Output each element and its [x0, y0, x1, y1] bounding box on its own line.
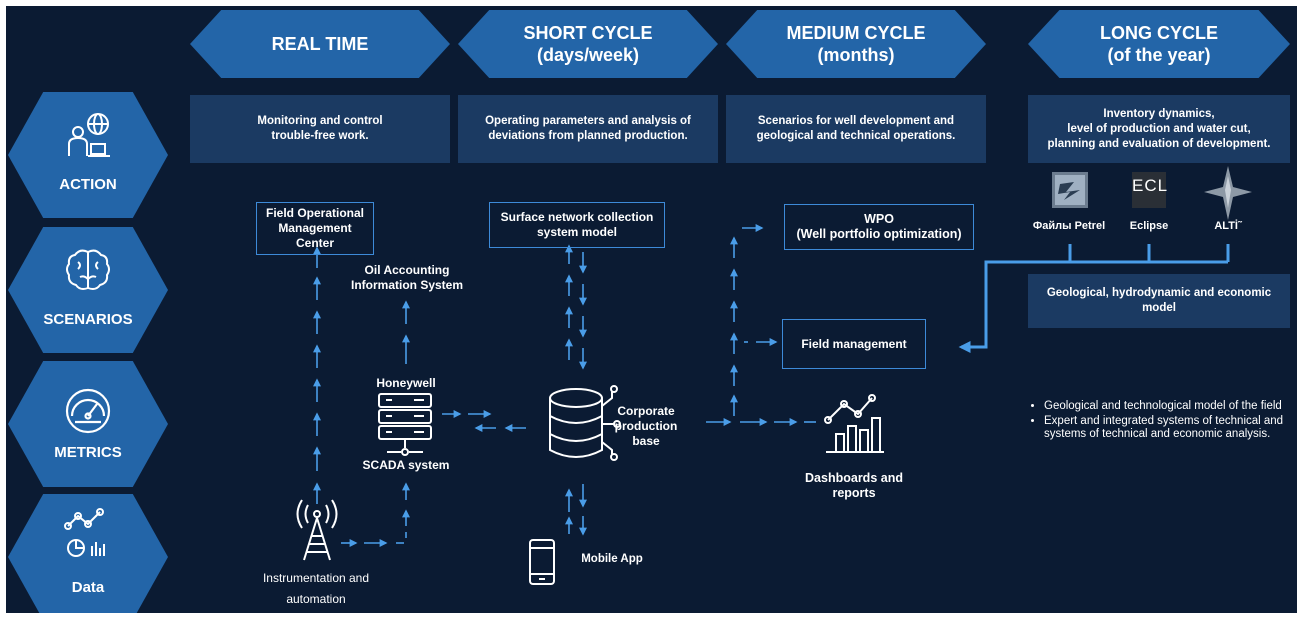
- data-charts-icon: [64, 508, 105, 557]
- antenna-tower-icon: [296, 499, 338, 561]
- box-line: system model: [536, 225, 618, 239]
- header-long-cycle: LONG CYCLE (of the year): [1028, 10, 1290, 78]
- box-line: Field management: [801, 336, 907, 351]
- dashboards-reports-label: Dashboards and reports: [792, 471, 916, 501]
- header-line2: (days/week): [536, 45, 640, 65]
- star-logo-icon: [1204, 166, 1252, 220]
- header-medium-cycle: MEDIUM CYCLE (months): [726, 10, 986, 78]
- header-real-time: REAL TIME: [190, 10, 450, 78]
- bus-to-field-management: [958, 260, 1228, 353]
- description-line: trouble-free work.: [271, 130, 369, 142]
- header-line1: LONG CYCLE: [1099, 23, 1218, 43]
- label-line: Dashboards and: [805, 471, 903, 485]
- field-management-box: Field management: [782, 319, 926, 369]
- honeywell-label: Honeywell: [376, 376, 436, 390]
- label-line: Oil Accounting: [364, 263, 450, 277]
- scada-label: SCADA system: [362, 458, 450, 472]
- mobile-app-label: Mobile App: [581, 553, 643, 565]
- box-line: Field Operational: [265, 206, 364, 220]
- box-line: WPO: [864, 212, 894, 226]
- dashboard-chart-icon: [824, 394, 884, 453]
- mobile-phone-icon: [529, 539, 555, 585]
- box-line: Surface network collection: [500, 210, 654, 224]
- description-line: level of production and water cut,: [1067, 122, 1251, 135]
- header-line1: MEDIUM CYCLE: [786, 23, 926, 43]
- header-line2: (months): [817, 45, 895, 65]
- panel-line: model: [1142, 302, 1176, 314]
- description-line: Monitoring and control: [257, 115, 383, 127]
- petrel-logo-icon: [1052, 172, 1088, 208]
- eclipse-logo-icon: [1132, 172, 1166, 208]
- description-line: planning and evaluation of development.: [1047, 137, 1271, 150]
- eclipse-logo-glyph: ECL: [1132, 176, 1169, 195]
- description-line: Scenarios for well development and: [757, 115, 955, 127]
- instrumentation-label: Instrumentation and automation: [246, 568, 386, 610]
- label-line: automation: [286, 592, 346, 606]
- wpo-box: WPO (Well portfolio optimization): [784, 204, 974, 250]
- label-line: reports: [832, 486, 876, 500]
- corporate-production-base-label: Corporate production base: [614, 404, 678, 449]
- header-line1: REAL TIME: [271, 34, 369, 54]
- label-line: production: [614, 419, 678, 433]
- diagram-canvas: REAL TIME SHORT CYCLE (days/week) MEDIUM…: [6, 6, 1297, 613]
- description-line: geological and technical operations.: [756, 130, 956, 142]
- label-line: Information System: [350, 278, 464, 292]
- tool-label-alt: ALTİ˜: [1214, 220, 1242, 232]
- geo-model-panel: Geological, hydrodynamic and economic mo…: [1028, 274, 1290, 328]
- brain-icon: [66, 249, 110, 290]
- tool-label-eclipse: Eclipse: [1129, 220, 1169, 232]
- header-short-cycle: SHORT CYCLE (days/week): [458, 10, 718, 78]
- field-operational-center-box: Field Operational Management Center: [256, 202, 374, 255]
- header-line2: (of the year): [1107, 45, 1211, 65]
- oil-accounting-label: Oil Accounting Information System: [346, 263, 468, 293]
- tool-label-petrel: Файлы Petrel: [1032, 220, 1106, 232]
- description-line: Inventory dynamics,: [1103, 107, 1215, 120]
- box-line: Management: [278, 221, 352, 235]
- sidebar-label-metrics: METRICS: [54, 444, 122, 461]
- description-real-time: Monitoring and control trouble-free work…: [190, 95, 450, 163]
- description-short-cycle: Operating parameters and analysis of dev…: [458, 95, 718, 163]
- surface-network-model-box: Surface network collection system model: [489, 202, 665, 248]
- label-line: Instrumentation and: [262, 571, 370, 585]
- gauge-icon: [65, 388, 111, 434]
- description-line: deviations from planned production.: [488, 130, 688, 142]
- notes-item: Geological and technological model of th…: [1044, 400, 1297, 413]
- notes-list: Geological and technological model of th…: [1028, 400, 1297, 443]
- label-line: base: [632, 434, 660, 448]
- label-line: Corporate: [617, 404, 675, 418]
- box-line: Center: [295, 236, 334, 250]
- header-line1: SHORT CYCLE: [523, 23, 653, 43]
- analyst-globe-icon: [68, 113, 110, 157]
- sidebar-hex-metrics: [8, 361, 168, 487]
- description-medium-cycle: Scenarios for well development and geolo…: [726, 95, 986, 163]
- notes-item: Expert and integrated systems of technic…: [1044, 415, 1297, 441]
- sidebar-hex-data: [8, 494, 168, 613]
- database-icon: [549, 385, 621, 461]
- box-line: (Well portfolio optimization): [796, 227, 962, 241]
- description-line: Operating parameters and analysis of: [485, 115, 691, 127]
- flow-diagram: [296, 166, 1252, 585]
- description-long-cycle: Inventory dynamics, level of production …: [1028, 95, 1290, 163]
- panel-line: Geological, hydrodynamic and economic: [1046, 287, 1272, 299]
- server-icon: [378, 393, 432, 456]
- sidebar-label-data: Data: [71, 579, 105, 596]
- sidebar-hex-scenarios: [8, 227, 168, 353]
- sidebar-label-action: ACTION: [59, 176, 117, 193]
- sidebar-label-scenarios: SCENARIOS: [43, 311, 133, 328]
